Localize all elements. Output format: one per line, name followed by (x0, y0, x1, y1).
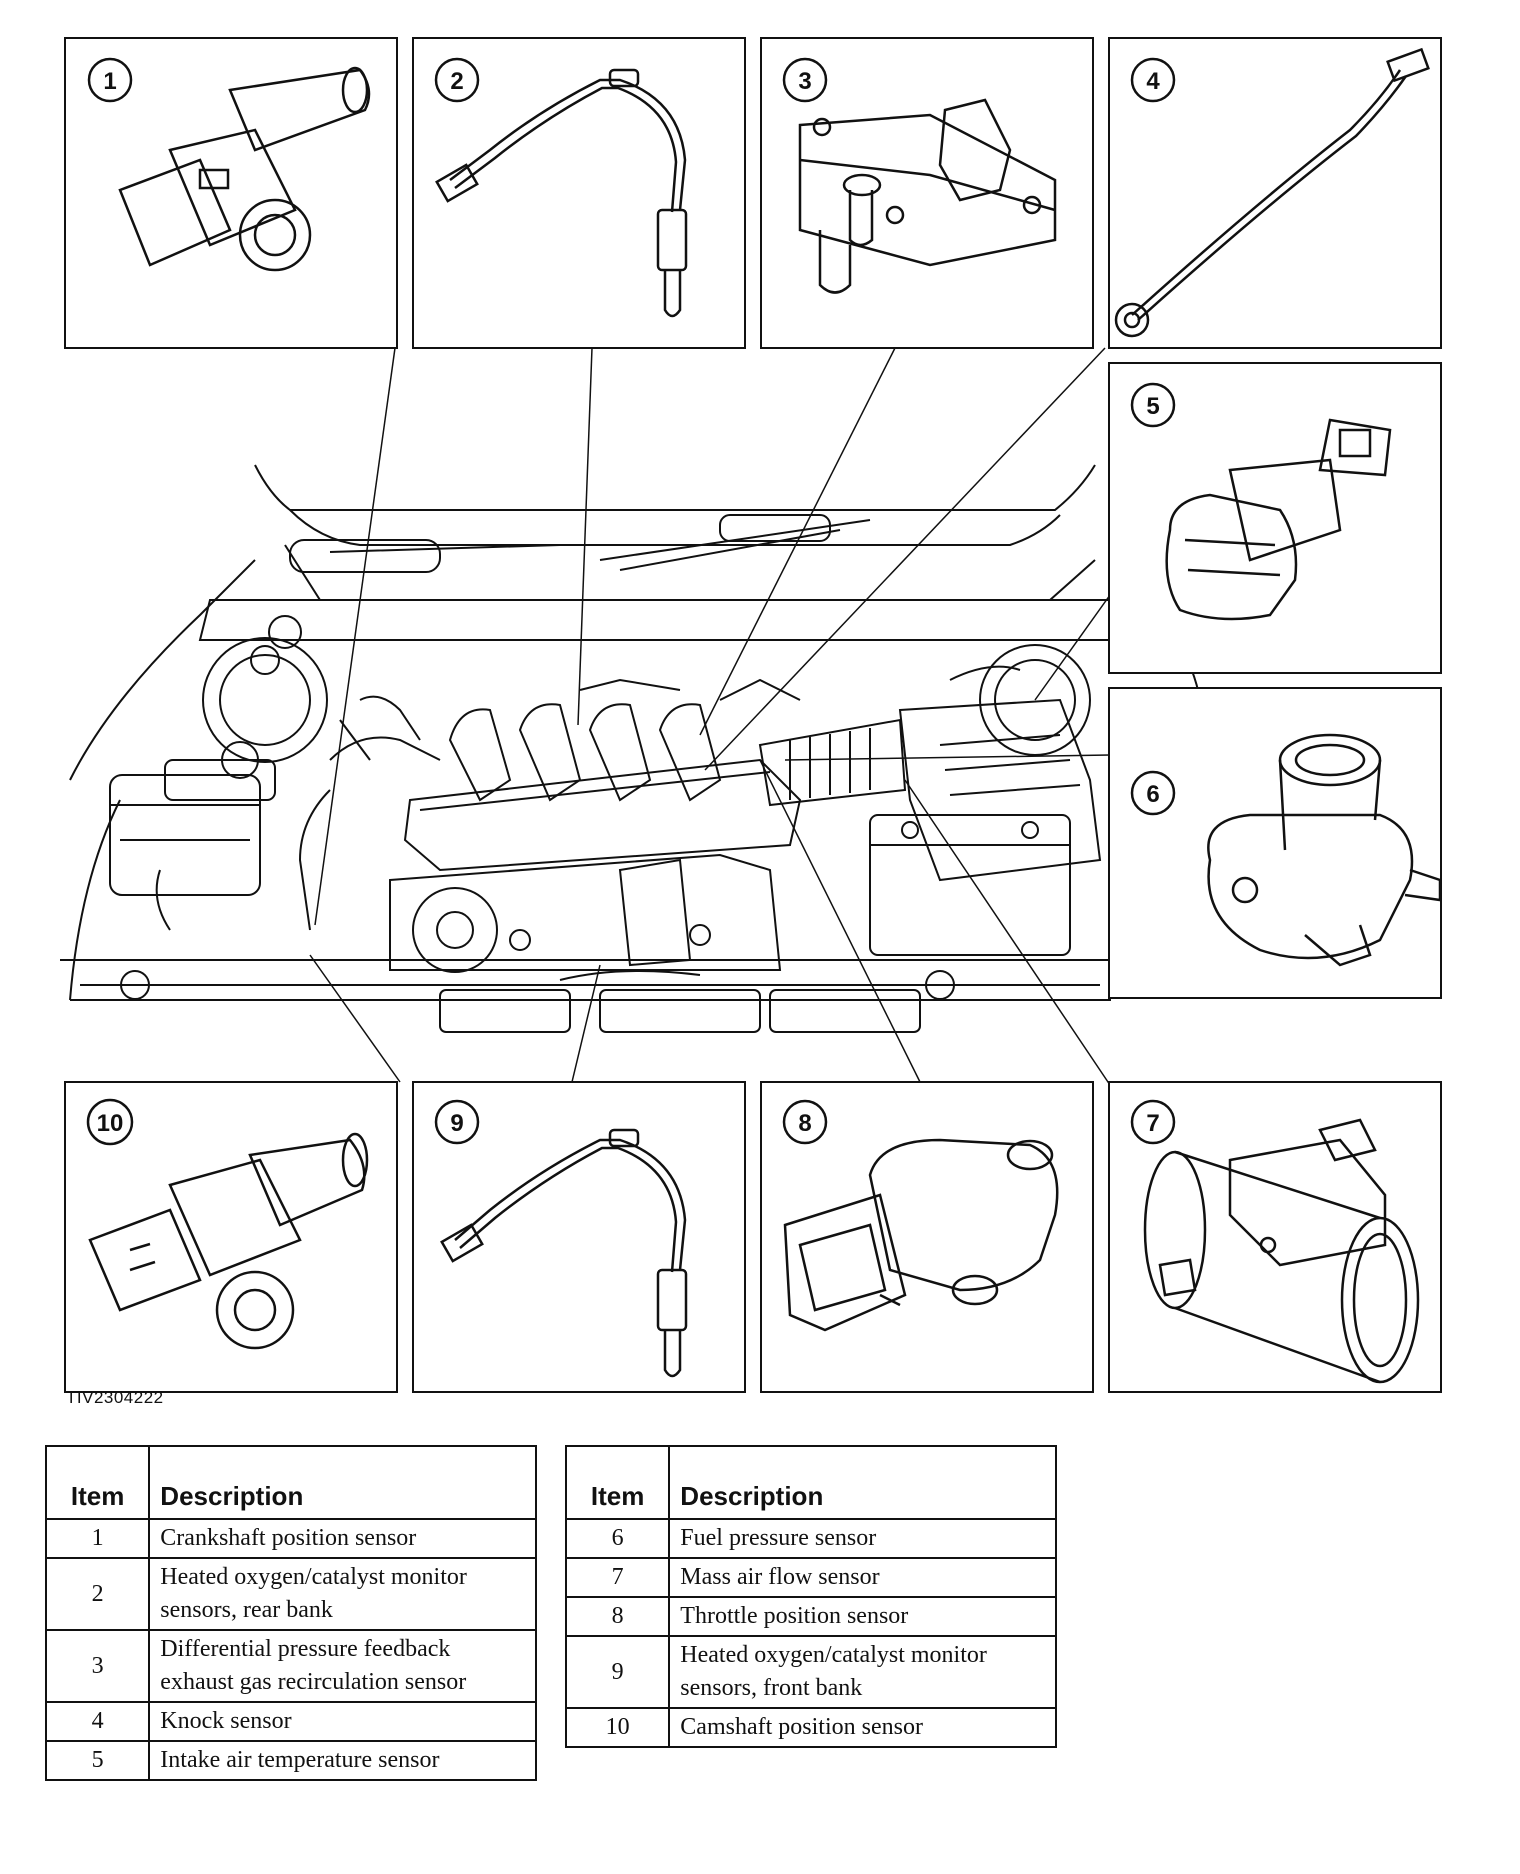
callout-8: 8 (782, 1099, 828, 1145)
callout-badges: 1 2 3 4 5 6 7 8 9 10 (86, 57, 1176, 1146)
legend-row: 9 Heated oxygen/catalyst monitor sensors… (564, 1635, 1057, 1709)
callout-6: 6 (1130, 770, 1176, 816)
callout-9: 9 (434, 1099, 480, 1145)
legend-item-description: Heated oxygen/catalyst monitor sensors, … (148, 1557, 537, 1631)
leader-lines (309, 347, 1111, 1086)
legend-item-description: Camshaft position sensor (668, 1707, 1057, 1748)
legend-row: 8 Throttle position sensor (564, 1596, 1057, 1637)
legend-item-number: 1 (44, 1518, 151, 1559)
item-column-header: Item (44, 1445, 151, 1520)
legend-row: 2 Heated oxygen/catalyst monitor sensors… (44, 1557, 537, 1631)
legend-item-description: Intake air temperature sensor (148, 1740, 537, 1781)
svg-text:2: 2 (450, 68, 463, 95)
legend-row: 5 Intake air temperature sensor (44, 1740, 537, 1781)
legend-item-description: Knock sensor (148, 1701, 537, 1742)
callout-4: 4 (1130, 57, 1176, 103)
svg-text:3: 3 (798, 68, 811, 95)
legend-item-number: 7 (564, 1557, 671, 1598)
callout-1: 1 (87, 57, 133, 103)
svg-text:7: 7 (1146, 1110, 1159, 1137)
svg-text:10: 10 (97, 1110, 124, 1137)
engine-sensor-diagram: 1 2 3 4 5 6 7 8 9 10 (60, 37, 1442, 1393)
svg-text:8: 8 (798, 1110, 811, 1137)
legend-item-number: 2 (44, 1557, 151, 1631)
legend-item-number: 6 (564, 1518, 671, 1559)
panel-1-crankshaft-sensor (64, 37, 398, 349)
legend-row: 7 Mass air flow sensor (564, 1557, 1057, 1598)
legend-header-row: Item Description (44, 1445, 537, 1520)
svg-text:1: 1 (103, 68, 116, 95)
legend-item-description: Throttle position sensor (668, 1596, 1057, 1637)
engine-bay-illustration (60, 464, 1201, 1033)
item-column-header: Item (564, 1445, 671, 1520)
legend-item-description: Mass air flow sensor (668, 1557, 1057, 1598)
svg-text:9: 9 (450, 1110, 463, 1137)
description-column-header: Description (668, 1445, 1057, 1520)
legend-item-description: Fuel pressure sensor (668, 1518, 1057, 1559)
legend-header-row: Item Description (564, 1445, 1057, 1520)
svg-text:5: 5 (1146, 393, 1159, 420)
description-column-header: Description (148, 1445, 537, 1520)
figure-code: TIV2304222 (66, 1388, 164, 1407)
legend-table-left: Item Description 1 Crankshaft position s… (44, 1445, 537, 1781)
callout-10: 10 (86, 1098, 134, 1146)
legend-item-number: 3 (44, 1629, 151, 1703)
legend-item-description: Heated oxygen/catalyst monitor sensors, … (668, 1635, 1057, 1709)
legend-row: 3 Differential pressure feedback exhaust… (44, 1629, 537, 1703)
legend-row: 4 Knock sensor (44, 1701, 537, 1742)
svg-text:4: 4 (1146, 68, 1160, 95)
legend-row: 1 Crankshaft position sensor (44, 1518, 537, 1559)
legend-item-number: 9 (564, 1635, 671, 1709)
legend-item-number: 10 (564, 1707, 671, 1748)
legend-item-description: Crankshaft position sensor (148, 1518, 537, 1559)
legend-item-number: 5 (44, 1740, 151, 1781)
legend-table-right: Item Description 6 Fuel pressure sensor … (564, 1445, 1057, 1748)
legend-item-number: 4 (44, 1701, 151, 1742)
callout-3: 3 (782, 57, 828, 103)
callout-2: 2 (434, 57, 480, 103)
legend-item-description: Differential pressure feedback exhaust g… (148, 1629, 537, 1703)
callout-5: 5 (1130, 382, 1176, 428)
svg-text:6: 6 (1146, 781, 1159, 808)
callout-7: 7 (1130, 1099, 1176, 1145)
legend-item-number: 8 (564, 1596, 671, 1637)
legend-row: 6 Fuel pressure sensor (564, 1518, 1057, 1559)
panel-10-camshaft-sensor (64, 1081, 398, 1393)
legend-row: 10 Camshaft position sensor (564, 1707, 1057, 1748)
panel-6-fuel-pressure-sensor (1108, 687, 1442, 999)
